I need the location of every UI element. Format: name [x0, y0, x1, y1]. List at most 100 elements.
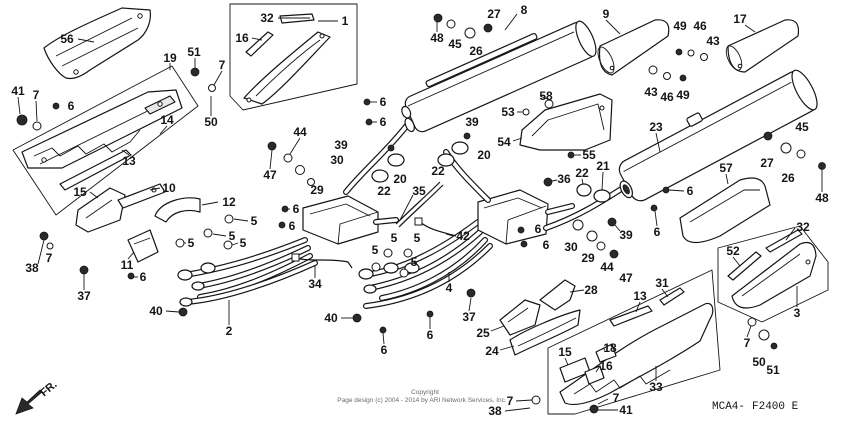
callout-23: 23 [649, 120, 663, 134]
heat-shield-33 [559, 302, 714, 406]
callout-19: 19 [163, 51, 177, 65]
collar-29 [307, 178, 315, 186]
callout-35: 35 [412, 184, 426, 198]
grommet-43 [648, 65, 658, 75]
callout-7: 7 [507, 394, 514, 408]
callout-49: 49 [676, 88, 690, 102]
callout-6: 6 [543, 238, 550, 252]
washer-5 [403, 248, 413, 258]
callout-17: 17 [733, 12, 747, 26]
callout-50: 50 [752, 355, 766, 369]
muffler-cover-17 [725, 19, 800, 73]
heat-shields-center-bottom [499, 279, 581, 356]
figure-code-prefix: MCA4- [712, 401, 745, 413]
washer-5 [224, 214, 234, 224]
callout-29: 29 [310, 183, 324, 197]
bolt-6 [365, 118, 373, 126]
callout-6: 6 [293, 202, 300, 216]
washer-5 [399, 268, 409, 278]
callout-12: 12 [222, 195, 236, 209]
callout-47: 47 [263, 168, 277, 182]
bolt-6 [363, 98, 371, 106]
callout-5: 5 [188, 236, 195, 250]
callout-29: 29 [581, 251, 595, 265]
callout-27: 27 [487, 7, 501, 21]
callout-5: 5 [372, 243, 379, 257]
gasket-22 [371, 169, 389, 183]
callout-7: 7 [613, 391, 620, 405]
callout-6: 6 [427, 328, 434, 342]
piece-18 [595, 343, 617, 363]
washer-5 [203, 228, 213, 238]
callout-38: 38 [25, 261, 39, 275]
callout-58: 58 [539, 89, 553, 103]
callout-6: 6 [380, 95, 387, 109]
callout-37: 37 [462, 310, 476, 324]
callout-52: 52 [726, 244, 740, 258]
callout-43: 43 [644, 85, 658, 99]
callout-36: 36 [557, 172, 571, 186]
callout-47: 47 [619, 271, 633, 285]
callout-49: 49 [673, 19, 687, 33]
callout-30: 30 [330, 153, 344, 167]
muffler-23 [618, 69, 818, 202]
bolt-49 [675, 48, 683, 56]
heat-shield-assembly-19 [12, 65, 199, 216]
callout-1: 1 [342, 14, 349, 28]
heat-shield-57 [679, 177, 771, 244]
bolt-38 [39, 231, 49, 241]
callout-40: 40 [324, 311, 338, 325]
callout-51: 51 [766, 363, 780, 377]
callout-44: 44 [600, 260, 614, 274]
strip-52 [727, 251, 762, 281]
washer-44 [596, 241, 606, 251]
strip-31 [659, 287, 685, 306]
callout-32: 32 [260, 11, 274, 25]
brackets-left [75, 183, 201, 263]
grommet-43 [700, 53, 708, 61]
callout-4: 4 [446, 281, 453, 295]
callout-13: 13 [122, 154, 136, 168]
callout-43: 43 [706, 34, 720, 48]
callout-41: 41 [11, 84, 25, 98]
callout-16: 16 [235, 31, 249, 45]
callout-38: 38 [488, 404, 502, 418]
callout-5: 5 [229, 229, 236, 243]
copyright-line-2: Page design (c) 2004 - 2014 by ARI Netwo… [337, 397, 507, 404]
callout-41: 41 [619, 403, 633, 417]
callout-14: 14 [160, 113, 174, 127]
bolt-6 [426, 310, 434, 318]
washer-45 [446, 19, 456, 29]
exhaust-pipe-2 [177, 121, 411, 307]
callout-46: 46 [660, 90, 674, 104]
washer-46 [663, 72, 671, 80]
callout-48: 48 [815, 191, 829, 205]
washer-46 [687, 49, 695, 57]
callout-30: 30 [564, 240, 578, 254]
bolt-6 [517, 226, 525, 234]
callout-44: 44 [293, 125, 307, 139]
callout-11: 11 [121, 258, 134, 272]
callout-20: 20 [393, 172, 407, 186]
callout-7: 7 [46, 251, 53, 265]
callout-54: 54 [497, 135, 511, 149]
washer-5 [371, 262, 381, 272]
heat-shield-3 [731, 241, 817, 309]
crossover-pipe-35 [395, 181, 444, 228]
heat-shield-14 [21, 89, 183, 169]
bolt-27 [763, 131, 773, 141]
hardware [16, 13, 826, 414]
bolt-51 [770, 342, 778, 350]
bolt-6 [127, 272, 135, 280]
clamp-21 [593, 189, 611, 203]
bolt-48 [433, 13, 443, 23]
grommet-30 [295, 165, 305, 175]
bracket-25 [499, 299, 541, 336]
callout-15: 15 [73, 185, 87, 199]
collar-29 [586, 230, 598, 242]
callout-56: 56 [60, 32, 74, 46]
bolt-37 [79, 265, 89, 275]
gasket-22 [437, 153, 455, 167]
callout-57: 57 [719, 161, 733, 175]
